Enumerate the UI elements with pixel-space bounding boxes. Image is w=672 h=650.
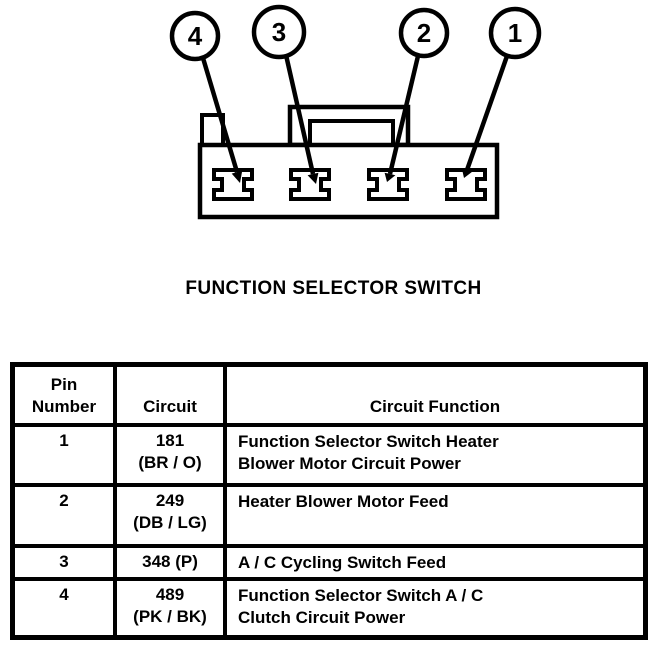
row-1-pin: 1	[15, 427, 113, 483]
terminal-pin-4	[212, 168, 254, 201]
terminal-pin-1	[445, 168, 487, 201]
leader-line-2	[387, 55, 421, 175]
row-4-function: Function Selector Switch A / C Clutch Ci…	[227, 581, 643, 635]
row-2-circuit: 249 (DB / LG)	[117, 487, 223, 544]
leader-line-1	[464, 55, 510, 171]
row-2-pin: 2	[15, 487, 113, 544]
row-3-circuit: 348 (P)	[117, 548, 223, 577]
leader-tip-4	[231, 170, 243, 183]
row-3-pin: 3	[15, 548, 113, 577]
callout-circle-4	[169, 10, 221, 62]
leader-tip-1	[461, 168, 473, 178]
connector-housing	[197, 104, 500, 220]
leader-tips	[231, 168, 473, 184]
leader-line-3	[283, 54, 316, 175]
callout-circle-1	[488, 6, 542, 60]
row-1-function: Function Selector Switch Heater Blower M…	[227, 427, 643, 483]
header-circuit-function: Circuit Function	[227, 367, 643, 423]
callouts: 4 3 2 1	[169, 4, 542, 62]
leader-tip-3	[307, 172, 319, 184]
header-pin-number: Pin Number	[15, 367, 113, 423]
connector-diagram: 4 3 2 1	[169, 4, 542, 220]
callout-label-2: 2	[417, 18, 431, 48]
callout-circle-2	[398, 7, 450, 59]
leader-line-4	[200, 57, 240, 173]
callout-label-1: 1	[508, 18, 522, 48]
leader-lines	[200, 54, 510, 175]
terminal-pin-3	[289, 168, 331, 201]
row-4-pin: 4	[15, 581, 113, 635]
row-2-function: Heater Blower Motor Feed	[227, 487, 643, 544]
callout-circle-3	[251, 4, 307, 60]
leader-tip-2	[384, 172, 396, 182]
row-4-circuit: 489 (PK / BK)	[117, 581, 223, 635]
header-circuit: Circuit	[117, 367, 223, 423]
row-3-function: A / C Cycling Switch Feed	[227, 548, 643, 577]
row-1-circuit: 181 (BR / O)	[117, 427, 223, 483]
terminal-pin-2	[367, 168, 409, 201]
callout-label-3: 3	[272, 17, 286, 47]
callout-label-4: 4	[188, 21, 203, 51]
diagram-title: FUNCTION SELECTOR SWITCH	[185, 278, 482, 299]
pin-table: Pin Number Circuit Circuit Function 1 18…	[10, 362, 648, 640]
